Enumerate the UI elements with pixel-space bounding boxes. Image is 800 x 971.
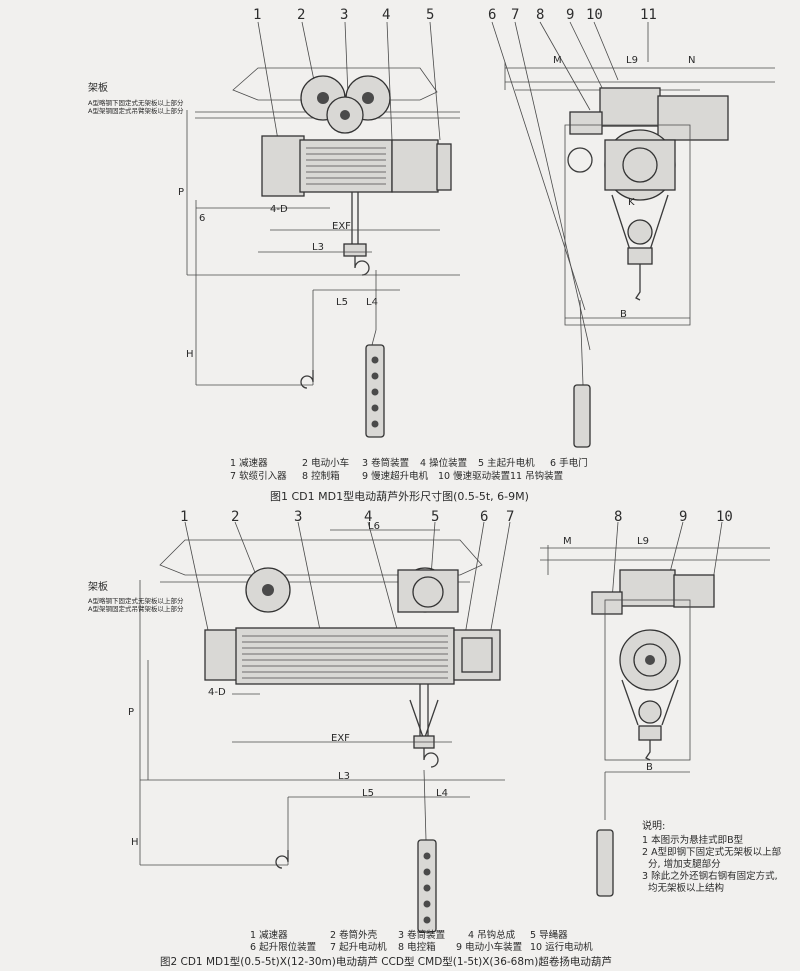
fig2-dim-p: P — [128, 707, 135, 718]
fig2-dim-l6: L6 — [368, 521, 380, 532]
fig2-dim-l9: L9 — [637, 536, 649, 547]
fig2-dim-b: B — [646, 762, 653, 773]
fig2-note-2: 2 A型即钢下固定式无架板以上部 — [642, 847, 782, 858]
fig2-legend-1: 1 减速器 — [250, 930, 288, 941]
fig1-dim-p: P — [178, 187, 185, 198]
fig1-dim-k: K — [628, 197, 635, 208]
fig2-dim-m: M — [563, 536, 572, 547]
fig2-note-1: 1 本图示为悬挂式即B型 — [642, 835, 744, 846]
fig1-dim-l9: L9 — [626, 55, 638, 66]
fig2-end-view — [540, 521, 770, 897]
fig1-side-label: 架板 — [88, 83, 108, 94]
fig2-legend-7: 7 起升电动机 — [330, 942, 387, 953]
fig1-callout-3: 3 — [340, 7, 349, 23]
fig2-callout-7: 7 — [506, 509, 515, 525]
fig2-callout-2: 2 — [231, 509, 240, 525]
fig1-legend-7: 7 软缆引入器 — [230, 471, 287, 482]
fig2-legend-5: 5 导绳器 — [530, 930, 568, 941]
fig1-callout-9: 9 — [566, 7, 575, 23]
fig1-callout-2: 2 — [297, 7, 306, 23]
fig1-callout-10: 10 — [586, 7, 603, 23]
fig2-legend-6: 6 起升限位装置 — [250, 942, 317, 953]
fig1-callout-1: 1 — [253, 7, 262, 23]
fig1-dim-g: 6 — [199, 213, 206, 224]
fig1-caption: 图1 CD1 MD1型电动葫芦外形尺寸图(0.5-5t, 6-9M) — [270, 490, 529, 503]
fig1-end-view — [491, 21, 775, 448]
fig1-side-view — [186, 21, 460, 438]
fig2-callout-8: 8 — [614, 509, 623, 525]
fig2-callout-6: 6 — [480, 509, 489, 525]
fig2-legend-4: 4 吊钩总成 — [468, 930, 516, 941]
fig2-callout-9: 9 — [679, 509, 688, 525]
fig2-dim-h: H — [131, 837, 139, 848]
fig1-legend-6: 6 手电门 — [550, 458, 588, 469]
fig1-legend-4: 4 操位装置 — [420, 458, 468, 469]
fig2-side-label: 架板 — [88, 582, 108, 593]
fig1-legend-11: 11 吊钩装置 — [510, 471, 564, 482]
fig1-callout-6: 6 — [488, 7, 497, 23]
fig2-note-3: 3 除此之外还钢右钢有固定方式, — [642, 871, 778, 882]
fig2-legend-8: 8 电控箱 — [398, 942, 436, 953]
fig2-dim-l5: L5 — [362, 788, 374, 799]
fig2-notes-title: 说明: — [642, 821, 666, 832]
fig2-dim-l4: L4 — [436, 788, 448, 799]
fig1-legend-5: 5 主起升电机 — [478, 458, 535, 469]
fig2-callout-5: 5 — [431, 509, 440, 525]
fig1-dim-h: H — [186, 349, 194, 360]
fig2-callout-3: 3 — [294, 509, 303, 525]
fig1-note-a: A型略钢下固定式无架板以上部分 — [88, 99, 184, 107]
fig2-callout-1: 1 — [180, 509, 189, 525]
fig1-dim-l4: L4 — [366, 297, 378, 308]
fig1-dim-exf: EXF — [332, 221, 351, 232]
fig1-dim-d: 4-D — [270, 204, 288, 215]
fig1-callout-11: 11 — [640, 7, 657, 23]
fig2-legend-10: 10 运行电动机 — [530, 942, 593, 953]
fig2-dim-exf: EXF — [331, 733, 350, 744]
fig1-legend-9: 9 慢速超升电机 — [362, 471, 429, 482]
fig2-side-view — [139, 521, 511, 933]
fig2-dim-l3: L3 — [338, 771, 350, 782]
fig2-caption: 图2 CD1 MD1型(0.5-5t)X(12-30m)电动葫芦 CCD型 CM… — [160, 956, 612, 968]
fig1-note-b: A型架钢固定式吊臂架板以上部分 — [88, 107, 184, 115]
fig2-legend-3: 3 卷筒装置 — [398, 930, 446, 941]
fig1-dim-n: N — [688, 55, 696, 66]
fig2-callout-10: 10 — [716, 509, 733, 525]
fig1-legend-2: 2 电动小车 — [302, 458, 350, 469]
fig1-callout-8: 8 — [536, 7, 545, 23]
fig2-callout-4: 4 — [364, 509, 373, 525]
fig2-note-2b: 分, 增加支腿部分 — [642, 859, 721, 870]
fig2-legend-2: 2 卷筒外壳 — [330, 930, 378, 941]
fig1-dim-l3: L3 — [312, 242, 324, 253]
fig1-dim-b: B — [620, 309, 627, 320]
fig2-legend-9: 9 电动小车装置 — [456, 942, 523, 953]
fig1-callout-4: 4 — [382, 7, 391, 23]
fig2-note-a: A型略钢下固定式无架板以上部分 — [88, 597, 184, 605]
fig1-callout-7: 7 — [511, 7, 520, 23]
fig1-legend-8: 8 控制箱 — [302, 471, 340, 482]
fig2-note-b: A型架钢固定式吊臂架板以上部分 — [88, 605, 184, 613]
fig1-dim-l5: L5 — [336, 297, 348, 308]
fig2-note-3b: 均无架板以上结构 — [642, 883, 725, 894]
fig1-legend-10: 10 慢速驱动装置 — [438, 471, 511, 482]
fig2-dim-d: 4-D — [208, 687, 226, 698]
fig1-legend-3: 3 卷筒装置 — [362, 458, 410, 469]
fig1-legend-1: 1 减速器 — [230, 458, 268, 469]
fig1-callout-5: 5 — [426, 7, 435, 23]
fig1-dim-m: M — [553, 55, 562, 66]
